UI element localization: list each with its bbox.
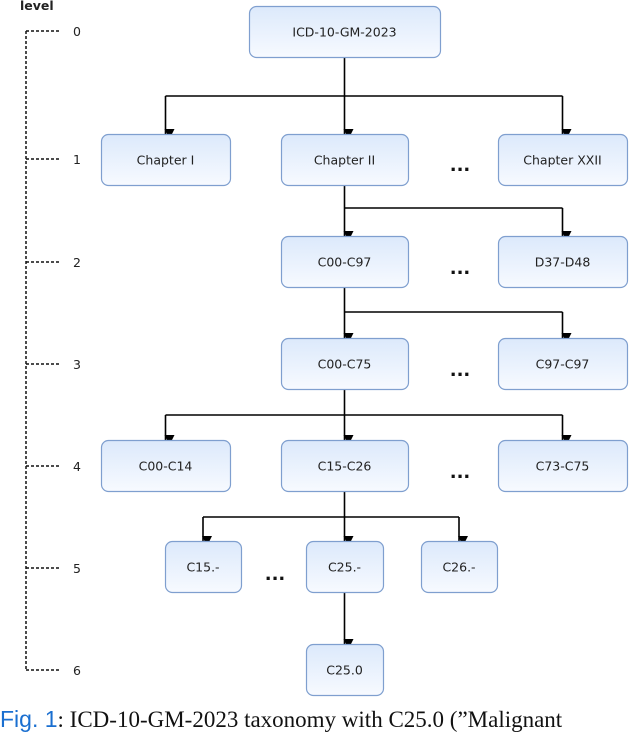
ellipsis: ... (265, 564, 286, 585)
node-label: Chapter I (137, 153, 195, 168)
node-box (100, 439, 232, 493)
node-box (305, 643, 385, 697)
node-box (305, 540, 385, 594)
node-label: C00-C97 (318, 255, 372, 270)
node-d37-d48: D37-D48 (497, 235, 629, 289)
figure-label: Fig. 1 (0, 706, 58, 732)
node-c00-c97: C00-C97 (280, 235, 410, 289)
node-chapter-xxii: Chapter XXII (497, 133, 629, 187)
node-box (280, 337, 410, 391)
node-box (164, 540, 243, 594)
node-chapter-i: Chapter I (100, 133, 232, 187)
node-label: C00-C75 (318, 357, 372, 372)
node-box (497, 439, 629, 493)
level-label: 3 (73, 357, 81, 372)
node-c25-0: C25.0 (305, 643, 385, 697)
node-box (497, 337, 629, 391)
node-c26: C26.- (420, 540, 499, 594)
node-label: C00-C14 (139, 459, 193, 474)
level-label: 0 (73, 24, 81, 39)
level-label: 6 (73, 663, 81, 678)
node-box (100, 133, 232, 187)
node-label: C15.- (186, 560, 219, 575)
node-box (420, 540, 499, 594)
node-label: C97-C97 (536, 357, 590, 372)
node-chapter-ii: Chapter II (280, 133, 410, 187)
level-header: level (20, 0, 54, 13)
node-label: C26.- (442, 560, 475, 575)
edges (164, 57, 572, 649)
node-box (280, 235, 410, 289)
level-label: 4 (73, 459, 81, 474)
node-box (280, 439, 410, 493)
node-label: C25.0 (326, 663, 363, 678)
node-label: ICD-10-GM-2023 (292, 25, 396, 40)
node-box (497, 235, 629, 289)
node-c00-c75: C00-C75 (280, 337, 410, 391)
node-c97-c97: C97-C97 (497, 337, 629, 391)
level-label: 2 (73, 255, 81, 270)
ellipsis: ... (450, 462, 471, 483)
figure-caption: Fig. 1: ICD-10-GM-2023 taxonomy with C25… (0, 706, 562, 733)
level-label: 5 (73, 561, 81, 576)
node-c25: C25.- (305, 540, 385, 594)
ellipsis: ... (450, 360, 471, 381)
node-c15-c26: C15-C26 (280, 439, 410, 493)
node-label: C73-C75 (536, 459, 590, 474)
node-c73-c75: C73-C75 (497, 439, 629, 493)
node-root: ICD-10-GM-2023 (248, 5, 442, 59)
node-box (280, 133, 410, 187)
level-axis: level 0 1 2 3 4 5 6 (20, 0, 81, 678)
caption-text: : ICD-10-GM-2023 taxonomy with C25.0 (”M… (57, 707, 563, 732)
node-label: Chapter XXII (523, 153, 601, 168)
node-box (497, 133, 629, 187)
node-label: Chapter II (314, 153, 375, 168)
node-c15: C15.- (164, 540, 243, 594)
node-label: C15-C26 (318, 459, 372, 474)
node-label: D37-D48 (535, 255, 591, 270)
node-c00-c14: C00-C14 (100, 439, 232, 493)
node-box (248, 5, 442, 59)
ellipsis: ... (450, 155, 471, 176)
ellipsis: ... (450, 258, 471, 279)
node-label: C25.- (328, 560, 361, 575)
level-label: 1 (73, 152, 81, 167)
